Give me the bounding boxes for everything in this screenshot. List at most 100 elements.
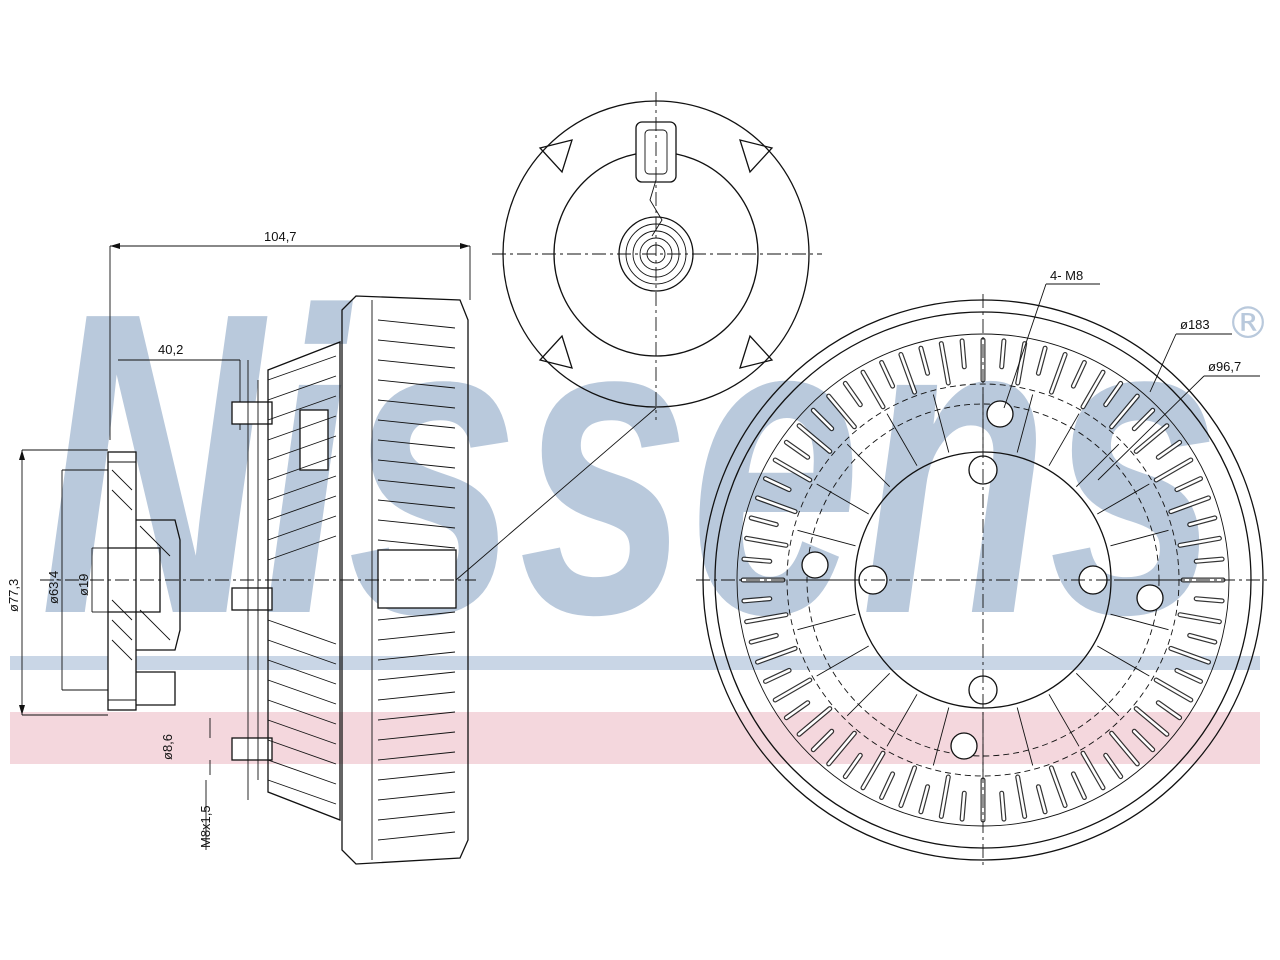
fan-slot-inner [861, 751, 885, 790]
fan-slot-inner [843, 753, 862, 778]
fan-slot-inner [797, 424, 832, 453]
fan-slot-inner [1110, 731, 1139, 766]
fan-slot-inner [745, 613, 788, 624]
dim-bore-dia: ø19 [76, 574, 91, 596]
fan-slot-inner [939, 342, 950, 385]
dim-pilot-dia: ø63,4 [46, 571, 61, 604]
fan-slot-inner [899, 353, 916, 394]
dim-flange-dia: ø77,3 [6, 579, 21, 612]
inner-spoke [797, 529, 856, 547]
rear-clips [538, 139, 774, 369]
fan-slot-inner [1134, 424, 1169, 453]
fan-slot-inner [1110, 394, 1139, 429]
inner-spoke [1048, 694, 1080, 747]
inner-spoke [1110, 613, 1169, 631]
fan-slot-inner [899, 766, 916, 807]
fan-slot-inner [960, 791, 966, 821]
fan-slot-inner [749, 634, 778, 644]
front-view: 4- M8 ø183 ø96,7 [696, 268, 1270, 866]
fan-slot-inner [1194, 597, 1224, 603]
housing-fins [267, 355, 337, 805]
fan-slot-inner [1081, 370, 1105, 409]
fan-slot-inner [745, 536, 788, 547]
fan-slot-inner [1157, 440, 1181, 459]
inner-spoke [846, 443, 891, 488]
fan-slot-inner [1000, 339, 1006, 369]
dim-bolt-circle-dia: ø96,7 [1208, 359, 1241, 374]
fan-slot-inner [1000, 791, 1006, 821]
fan-slot-inner [1169, 647, 1210, 664]
inner-spoke [816, 483, 869, 515]
fan-slot-inner [785, 701, 810, 720]
fan-slot-inner [1037, 785, 1047, 814]
hub-body [136, 519, 181, 651]
fan-slot-inner [785, 440, 810, 459]
inner-spoke [816, 645, 869, 677]
clutch-housing [267, 341, 341, 821]
dim-outer-dia: ø183 [1180, 317, 1210, 332]
fan-slot-inner [861, 370, 885, 409]
inner-spoke [797, 613, 856, 631]
inner-spoke [1075, 672, 1120, 717]
fan-slot-inner [880, 361, 894, 388]
fan-slot-inner [797, 707, 832, 736]
fan-slot-inner [1178, 536, 1221, 547]
stud-top [231, 401, 273, 425]
dim-hub-offset: 40,2 [158, 342, 183, 357]
fan-slot-inner [1188, 634, 1217, 644]
fan-slot-inner [749, 516, 778, 526]
fan-slot-inner [764, 669, 791, 683]
inner-spoke [1016, 394, 1034, 453]
fan-slot-inner [919, 785, 929, 814]
fan-slot-inner [1037, 346, 1047, 375]
fan-slot-inner [1134, 707, 1169, 736]
rear-detail-view [492, 92, 822, 420]
hub-flange [107, 451, 137, 711]
inner-spoke [1110, 529, 1169, 547]
fan-slot-inner [1081, 751, 1105, 790]
fan-slot-inner [1157, 701, 1181, 720]
inner-spoke [1097, 483, 1150, 515]
inner-spoke [932, 707, 950, 766]
fan-slot-inner [1194, 557, 1224, 563]
fan-slot-inner [1050, 766, 1067, 807]
fan-slot-inner [919, 346, 929, 375]
detail-leader [455, 407, 657, 581]
dim-overall-length: 104,7 [264, 229, 297, 244]
side-view: 104,7 40,2 ø77,3 ø63,4 ø19 [6, 229, 657, 865]
fan-slots [740, 337, 1226, 823]
stud-bottom [231, 737, 273, 761]
fan-slot-inner [756, 647, 797, 664]
fan-slot-inner [880, 772, 894, 799]
fan-slot-inner [811, 408, 834, 431]
inner-spoke [886, 694, 918, 747]
watermark-brand-text: Nissens [40, 224, 1220, 704]
fan-slot-inner [843, 382, 862, 407]
stud-middle [231, 587, 273, 611]
fan-slot-inner [742, 597, 772, 603]
dim-stud-dia: ø8,6 [160, 734, 175, 760]
fan-slot-inner [1133, 408, 1154, 431]
dim-bolt-holes: 4- M8 [1050, 268, 1083, 283]
fan-slot-inner [1072, 772, 1086, 799]
dim-thread: M8x1,5 [198, 805, 213, 848]
fan-slot-inner [1104, 382, 1122, 407]
fan-slot-inner [939, 775, 950, 818]
fan-slot-inner [811, 729, 834, 752]
inner-spoke [886, 413, 918, 466]
fan-slot-inner [1133, 729, 1154, 752]
fan-slot-inner [773, 678, 812, 702]
fan-slot-inner [1188, 516, 1217, 526]
fan-slot-inner [742, 557, 772, 563]
inner-spoke [932, 394, 950, 453]
inner-spoke [1075, 443, 1120, 488]
fan-slot-inner [1016, 775, 1026, 818]
fan-slot-inner [1050, 353, 1067, 394]
fan-slot-inner [827, 731, 856, 766]
inner-spoke [1097, 645, 1150, 677]
fan-slot-inner [1072, 361, 1086, 388]
watermark-registered-mark: ® [1226, 298, 1270, 349]
watermark-band-red [10, 712, 1260, 764]
fan-disc [341, 295, 469, 865]
